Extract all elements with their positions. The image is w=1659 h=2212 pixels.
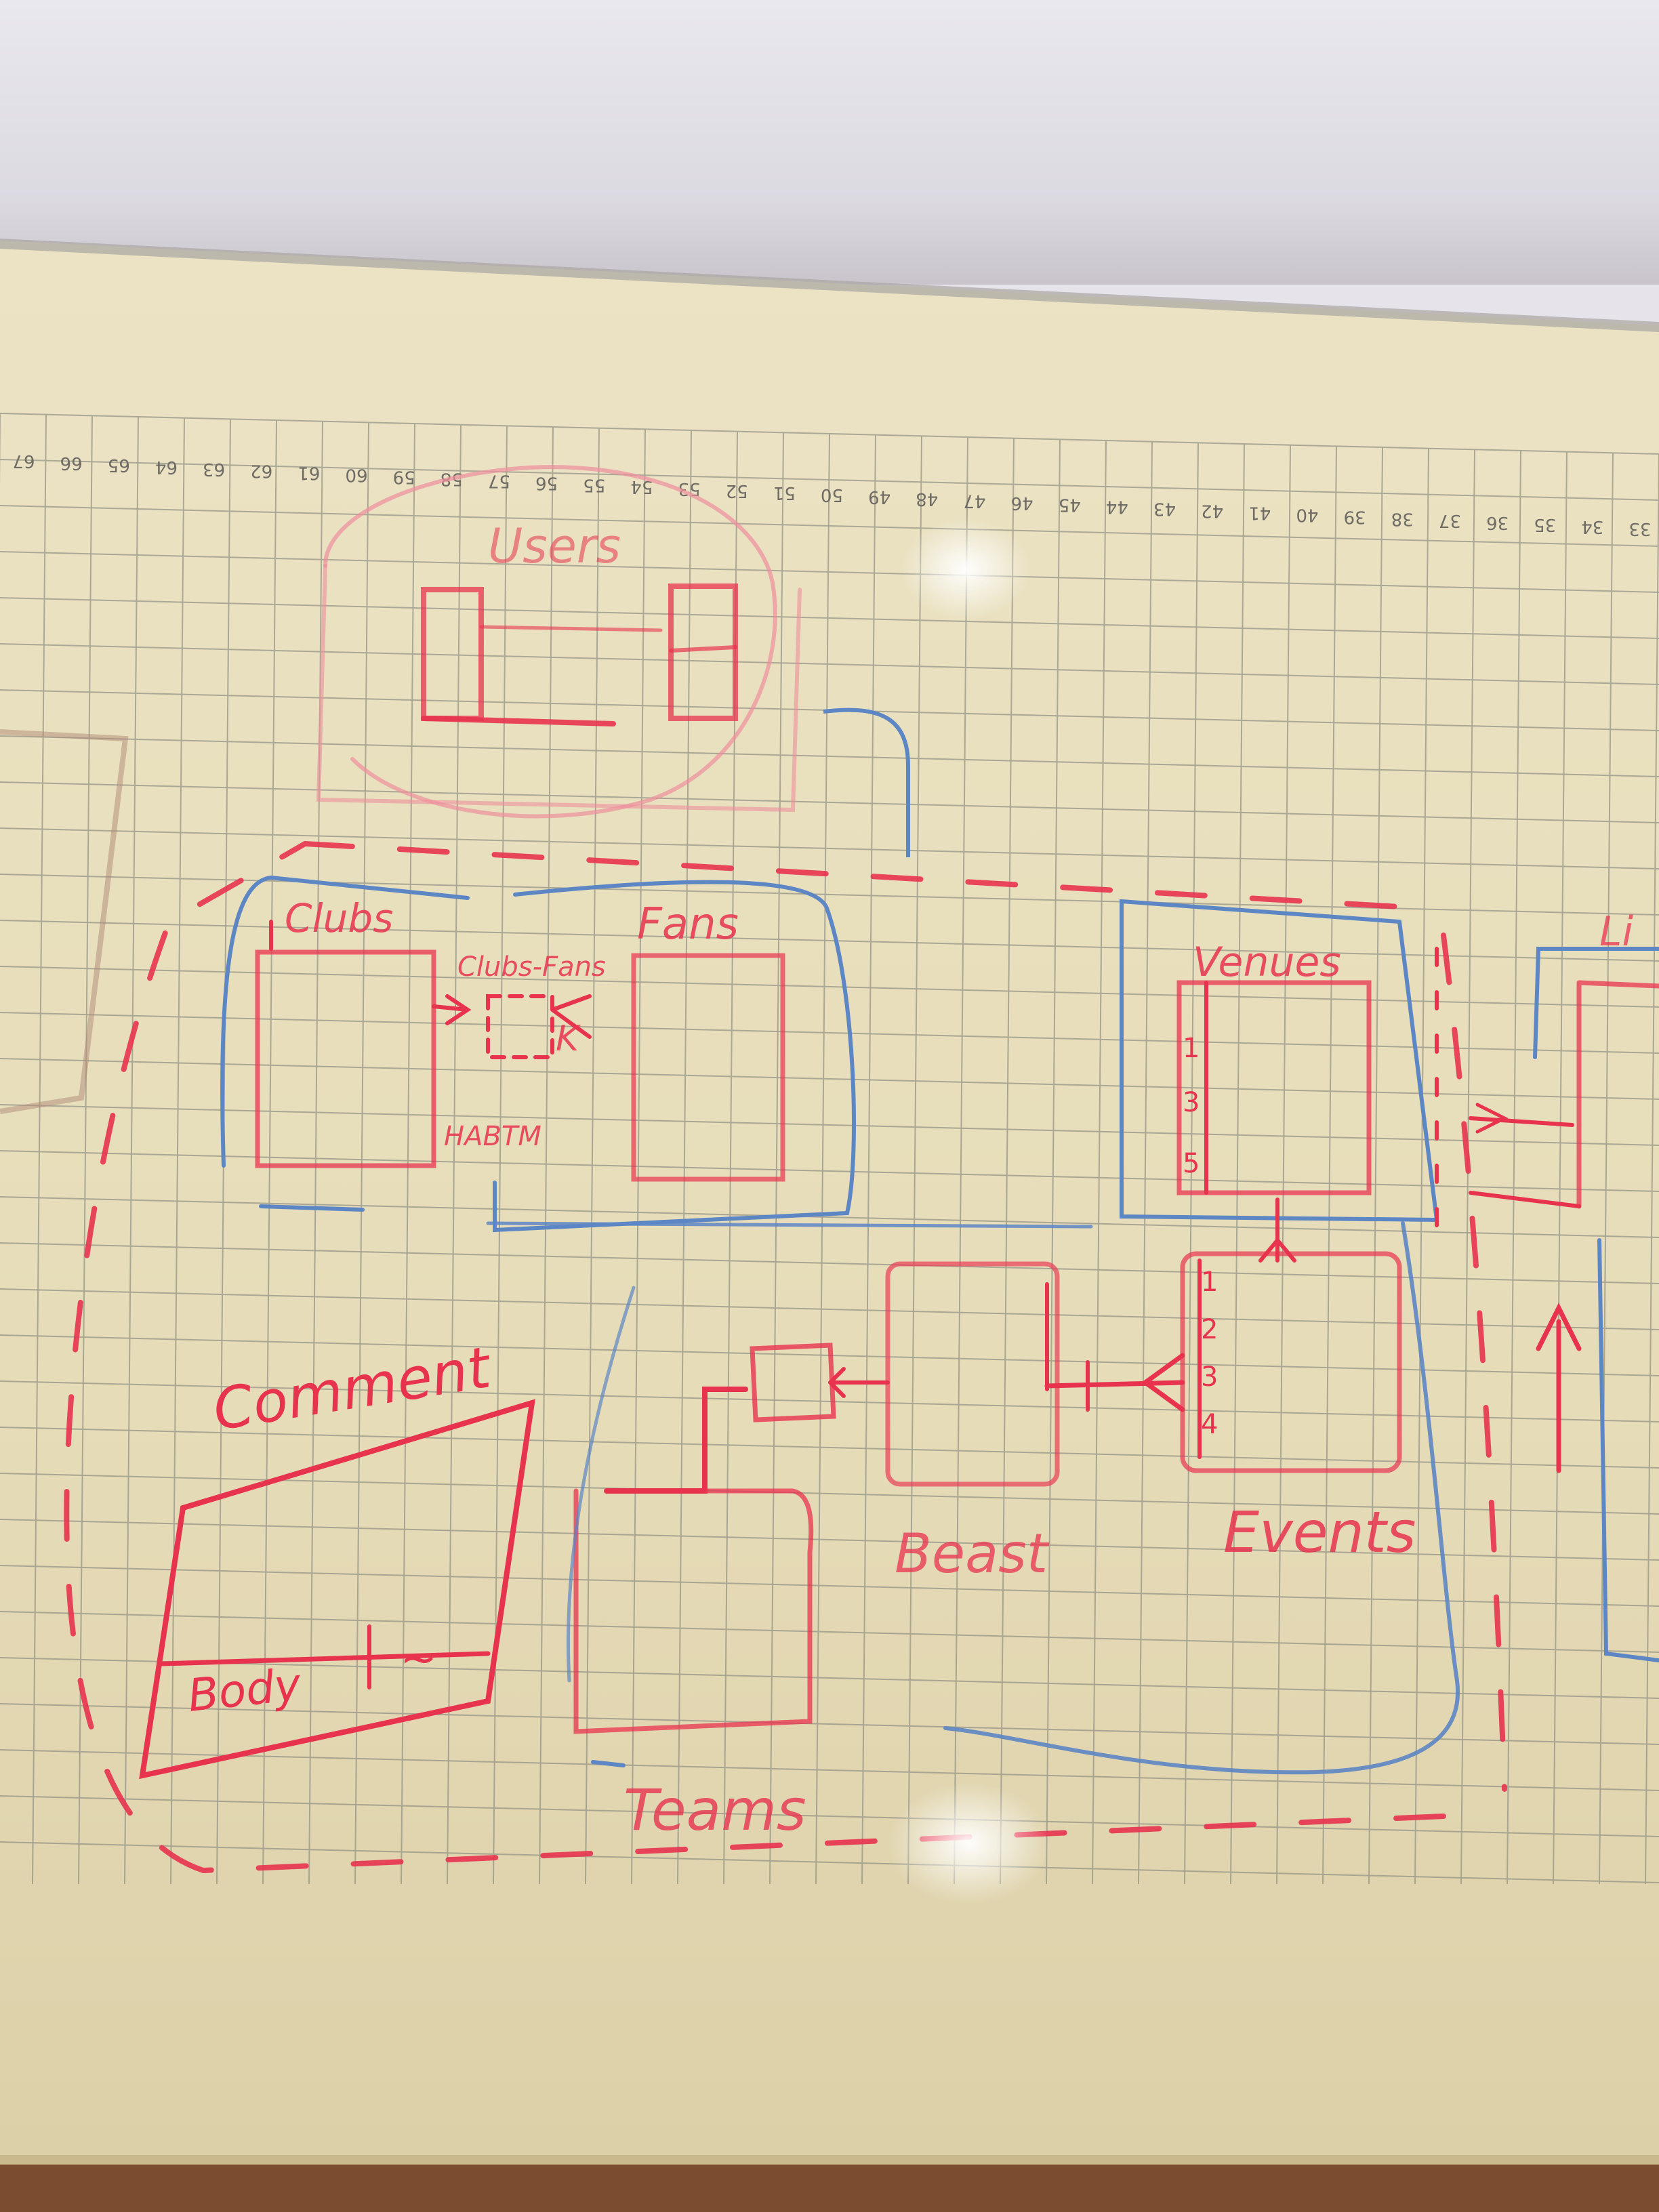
ruler-tick-label: 55 (583, 474, 605, 495)
beast-label: Beast (895, 1522, 1050, 1585)
ruler-tick-label: 65 (108, 455, 130, 475)
events-mark-2: 2 (1201, 1314, 1218, 1345)
join-table-label: Clubs-Fans (457, 951, 606, 983)
ruler-tick-label: 67 (12, 451, 35, 471)
ruler-tick-label: 46 (1011, 493, 1033, 513)
ruler-tick-label: 66 (60, 453, 83, 473)
teams-group: Teams (567, 1286, 814, 1843)
ruler-tick-label: 35 (1534, 514, 1556, 535)
venues-label: Venues (1193, 939, 1341, 986)
users-label: Users (488, 518, 621, 574)
grid-lines (0, 413, 1659, 1885)
venues-mark-3: 3 (1183, 1087, 1200, 1118)
ruler-tick-label: 50 (821, 485, 843, 505)
users-group: Users (316, 465, 802, 819)
ruler-tick-label: 57 (488, 470, 510, 491)
right-partial-group: Li (1435, 908, 1659, 1662)
venues-mark-1: 1 (1183, 1033, 1200, 1064)
events-mark-1: 1 (1201, 1267, 1218, 1298)
ruler-tick-label: 40 (1296, 504, 1318, 525)
light-glare-top (901, 518, 1030, 620)
ruler-tick-label: 59 (393, 467, 415, 487)
ruler-tick-label: 37 (1439, 510, 1461, 531)
ruler-tick-label: 60 (345, 465, 367, 485)
ruler-tick-label: 34 (1581, 516, 1603, 537)
ruler-tick-label: 63 (203, 459, 225, 479)
clubs-fans-group: Clubs Fans Clubs-Fans K HABTM (220, 875, 1093, 1233)
users-connector (823, 708, 910, 857)
ruler-tick-label: 42 (1201, 501, 1223, 521)
ruler-tick-label: 36 (1486, 512, 1509, 533)
ruler-tick-label: 56 (535, 472, 558, 493)
fans-label: Fans (637, 899, 739, 949)
ruler-tick-label: 62 (250, 461, 272, 481)
teams-label: Teams (623, 1777, 806, 1843)
join-key-label: K (556, 1019, 581, 1059)
ruler-tick-label: 49 (868, 487, 890, 507)
ruler-tick-label: 45 (1059, 495, 1081, 515)
venues-mark-5: 5 (1183, 1148, 1200, 1179)
light-glare-bottom (888, 1782, 1050, 1904)
events-group: 1 2 3 4 Events (943, 1221, 1460, 1775)
events-mark-3: 3 (1201, 1361, 1218, 1393)
events-mark-4: 4 (1201, 1409, 1218, 1440)
ruler-tick-label: 38 (1391, 508, 1414, 529)
wall-background (0, 0, 1659, 285)
ruler-tick-label: 52 (726, 480, 748, 501)
faint-erased-box (0, 729, 129, 1114)
ruler-tick-label: 44 (1106, 497, 1128, 517)
beast-group: Beast (750, 1261, 1060, 1585)
clubs-label: Clubs (285, 895, 393, 941)
events-label: Events (1223, 1499, 1416, 1565)
board-top-edge (0, 239, 1659, 332)
ruler-tick-label: 39 (1344, 506, 1366, 527)
ruler-tick-label: 64 (155, 457, 178, 477)
right-partial-label: Li (1599, 908, 1633, 956)
ruler-tick-label: 61 (298, 463, 320, 483)
ruler-tick-label: 43 (1153, 499, 1176, 519)
table-edge (0, 2162, 1659, 2212)
ruler-tick-label: 51 (773, 483, 796, 503)
board-bottom-edge (0, 2155, 1659, 2165)
ruler-tick-label: 33 (1629, 518, 1651, 539)
board-surface (0, 241, 1659, 2169)
ruler-tick-label: 48 (916, 489, 938, 509)
habtm-label: HABTM (444, 1121, 541, 1152)
comment-body-field: Body (186, 1658, 304, 1722)
comment-body-value: ~ (400, 1633, 437, 1685)
ruler-tick-label: 47 (963, 491, 985, 511)
ruler-tick-label: 41 (1248, 502, 1271, 523)
